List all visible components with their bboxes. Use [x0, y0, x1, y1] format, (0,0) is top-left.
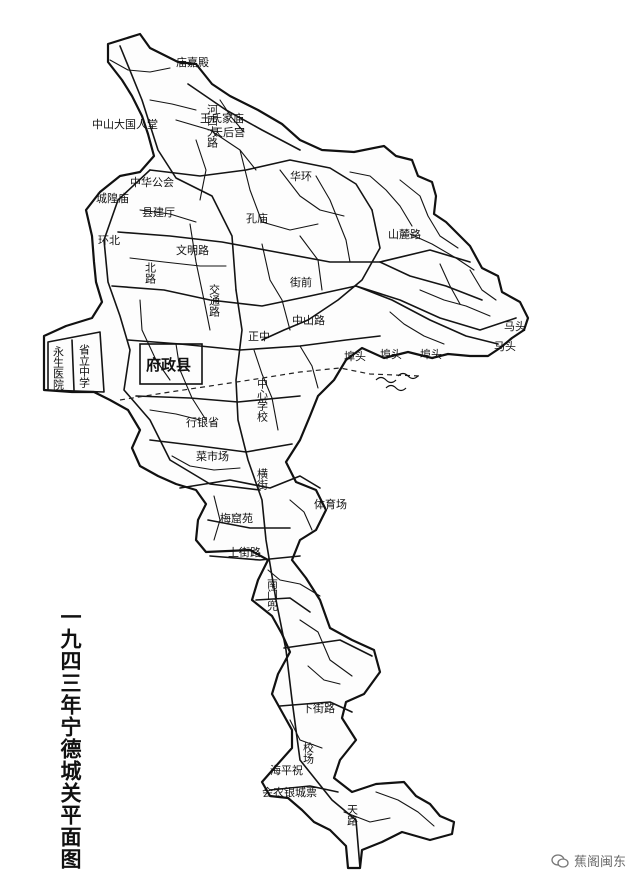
lower-cross-6: [269, 785, 339, 793]
label-hengjie: 横街: [256, 467, 269, 491]
label-yongsheng: 永生医院: [52, 345, 65, 390]
ring-road-north: [149, 159, 373, 211]
label-zhongxue: 省立中学: [78, 344, 91, 388]
label-xiangjianting: 县建厅: [142, 205, 175, 219]
county-government-block: [139, 343, 203, 385]
label-kongmiao: 孔庙: [246, 211, 268, 225]
label-huanbei: 环北: [98, 234, 120, 247]
label-wumiao: 梅窟苑: [220, 511, 253, 525]
cross-road-4: [135, 395, 301, 403]
lower-cross-3: [255, 597, 311, 613]
label-zhongshan-road: 中山路: [292, 314, 325, 327]
map-title: 一九四三年宁德城关平面图: [58, 606, 83, 870]
label-jiaotong: 交通路: [208, 283, 221, 318]
town-outline: [42, 32, 530, 870]
east-branch: [355, 285, 499, 345]
label-shiwangwu: 城隍庙: [96, 191, 129, 205]
cross-road-2: [111, 285, 517, 331]
ring-road-east: [261, 209, 381, 341]
lanes: [109, 59, 497, 827]
label-nanmen: 南门兜: [266, 578, 279, 611]
label-matou: 马头: [494, 340, 516, 353]
label-huanbei2: 华环: [290, 169, 312, 183]
south-ring: [179, 475, 321, 489]
cross-road-1: [117, 231, 471, 263]
watermark-text: 蕉阁闽东: [573, 855, 626, 870]
label-houshen: 天后宫: [212, 125, 245, 139]
label-tianlu: 天路: [346, 804, 359, 827]
label-miao: 庙嘉殿: [176, 55, 209, 69]
label-xiajie: 下街路: [302, 701, 335, 715]
lower-cross-1: [207, 519, 291, 529]
label-fuzhengxian: 府政县: [146, 356, 191, 374]
label-zhongshan-hall: 中山大国人堂: [92, 117, 158, 131]
label-wenming: 文明路: [176, 243, 209, 257]
lower-cross-2: [209, 555, 301, 561]
river-road: [187, 83, 301, 151]
lower-cross-5: [279, 701, 353, 713]
label-mazi: 马头: [504, 320, 526, 333]
east-branch-2: [379, 261, 483, 301]
label-jiebu: 街前: [290, 275, 312, 289]
annex-divider: [71, 339, 75, 391]
label-bei-road: 北路: [144, 262, 157, 285]
wechat-icon: [551, 853, 569, 868]
water-marks: [375, 372, 419, 392]
label-xiaoxue: 中心学校: [256, 378, 269, 423]
label-datou-3: 埠头: [344, 349, 366, 363]
main-road-north: [119, 45, 237, 291]
label-datou-2: 埠头: [420, 347, 442, 361]
label-jiaochang: 校场: [302, 741, 315, 765]
cross-road-5: [149, 439, 293, 453]
main-road-central: [235, 289, 361, 869]
label-gongsi: 中华公会: [130, 175, 174, 189]
label-xingyinhang: 行银省: [186, 415, 219, 429]
label-nongye: 会农银城票: [262, 785, 317, 799]
west-annex: [47, 331, 105, 393]
label-datou-1: 埠头: [380, 347, 402, 361]
label-haixiao: 海平祝: [270, 763, 303, 777]
label-shanhe: 山麓路: [388, 228, 421, 241]
lower-cross-4: [283, 639, 373, 657]
label-shangjie: 上街路: [228, 545, 261, 559]
label-wanghe: 王氏家庙: [200, 111, 244, 125]
coastline: [119, 367, 421, 401]
label-hexi: 河西大路: [206, 104, 219, 149]
label-caichang: 菜市场: [196, 449, 229, 463]
ring-road-west: [103, 169, 261, 491]
label-tiyuchang: 体育场: [314, 497, 347, 511]
watermark: 蕉阁闽东: [551, 851, 626, 870]
label-zhengshi: 正中: [248, 330, 270, 343]
